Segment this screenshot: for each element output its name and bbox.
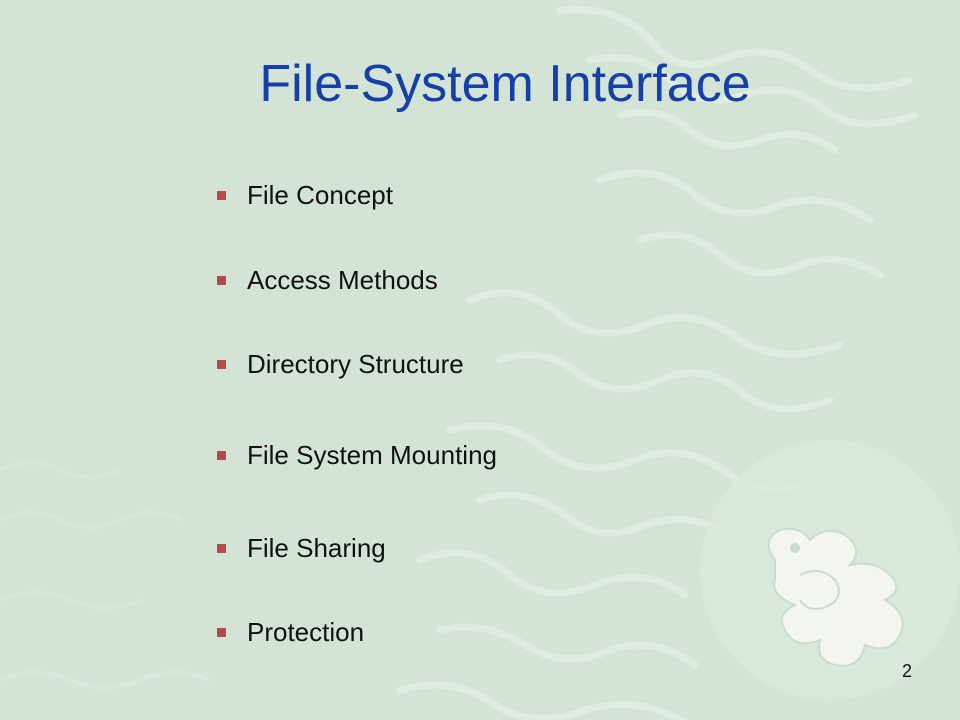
bullet-text: File Concept [247, 179, 393, 210]
square-bullet-icon [217, 359, 226, 369]
bullet-item: File Sharing [217, 530, 386, 566]
bullet-text: Directory Structure [247, 348, 464, 379]
square-bullet-icon [217, 627, 226, 637]
bullet-text: Protection [247, 616, 365, 647]
bullet-text: File System Mounting [247, 439, 497, 470]
square-bullet-icon [217, 450, 226, 460]
slide-title: File-System Interface [259, 55, 751, 113]
bullet-text: Access Methods [247, 264, 438, 295]
dragon-emblem-icon [767, 527, 904, 667]
bullet-item: File System Mounting [217, 437, 497, 473]
square-bullet-icon [217, 543, 226, 553]
bullet-item: File Concept [217, 177, 393, 213]
bullet-item: Protection [217, 614, 364, 650]
bullet-item: Directory Structure [217, 346, 464, 382]
page-number: 2 [902, 661, 913, 681]
bullet-item: Access Methods [217, 262, 438, 298]
square-bullet-icon [217, 275, 226, 285]
bullet-text: File Sharing [247, 532, 386, 563]
square-bullet-icon [217, 190, 226, 200]
